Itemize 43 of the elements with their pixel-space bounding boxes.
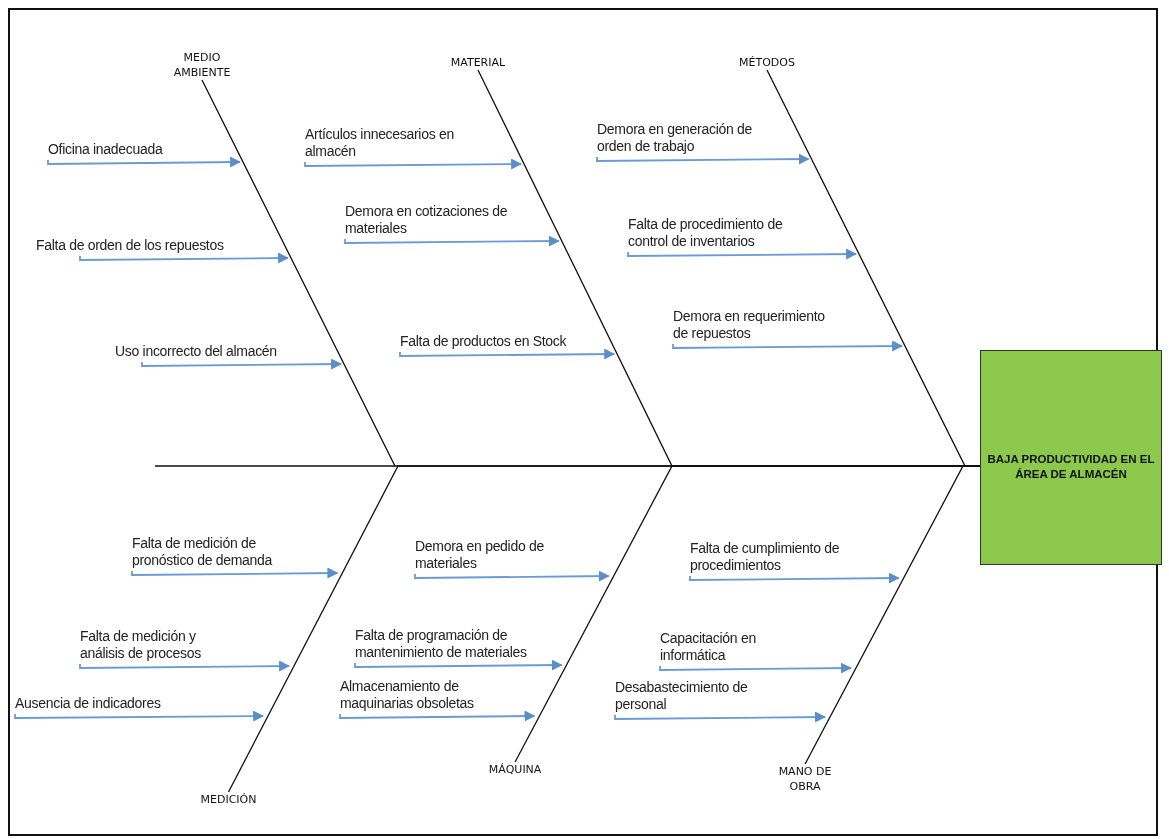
cause-text: Demora en generación de orden de trabajo xyxy=(597,121,777,155)
category-label: MANO DE OBRA xyxy=(770,764,841,794)
cause-arrow xyxy=(399,348,616,360)
cause-text: Falta de medición y análisis de procesos xyxy=(80,628,230,662)
cause-text: Almacenamiento de maquinarias obsoletas xyxy=(340,678,490,712)
cause-arrow xyxy=(659,662,852,674)
cause-text: Falta de cumplimiento de procedimientos xyxy=(690,540,890,574)
cause-text: Uso incorrecto del almacén xyxy=(115,343,277,360)
cause-text: Falta de productos en Stock xyxy=(400,333,567,350)
cause-arrow xyxy=(689,572,900,584)
cause-text: Ausencia de indicadores xyxy=(15,695,161,712)
cause-arrow xyxy=(596,153,810,165)
cause-text: Artículos innecesarios en almacén xyxy=(305,126,495,160)
cause-arrow xyxy=(354,659,563,671)
cause-arrow xyxy=(614,711,826,723)
category-label: MEDICIÓN xyxy=(200,792,257,807)
cause-arrow xyxy=(304,158,523,170)
cause-arrow xyxy=(344,235,560,247)
cause-arrow xyxy=(47,156,242,168)
cause-text: Falta de programación de mantenimiento de materiales xyxy=(355,627,565,661)
cause-text: Falta de medición de pronóstico de demanda xyxy=(132,535,302,569)
category-label: MÉTODOS xyxy=(739,55,795,70)
effect-box: BAJA PRODUCTIVIDAD EN EL ÁREA DE ALMACÉN xyxy=(980,350,1162,565)
cause-text: Demora en cotizaciones de materiales xyxy=(345,203,545,237)
cause-arrow xyxy=(672,340,904,352)
cause-text: Falta de procedimiento de control de inventarios xyxy=(628,216,813,250)
category-label: MEDIO AMBIENTE xyxy=(167,50,237,80)
cause-arrow xyxy=(339,710,536,722)
category-label: MÁQUINA xyxy=(488,762,542,777)
cause-text: Demora en requerimiento de repuestos xyxy=(673,308,843,342)
cause-arrow xyxy=(414,570,610,582)
cause-arrow xyxy=(79,252,290,264)
category-label: MATERIAL xyxy=(450,55,506,70)
cause-text: Capacitación en informática xyxy=(660,630,790,664)
cause-text: Desabastecimiento de personal xyxy=(615,679,775,713)
cause-arrow xyxy=(627,248,858,260)
cause-arrow xyxy=(79,660,291,672)
cause-text: Demora en pedido de materiales xyxy=(415,538,575,572)
cause-text: Oficina inadecuada xyxy=(48,141,163,158)
cause-arrow xyxy=(131,567,339,579)
cause-arrow xyxy=(141,358,343,370)
cause-arrow xyxy=(14,710,265,722)
cause-text: Falta de orden de los repuestos xyxy=(36,237,224,254)
